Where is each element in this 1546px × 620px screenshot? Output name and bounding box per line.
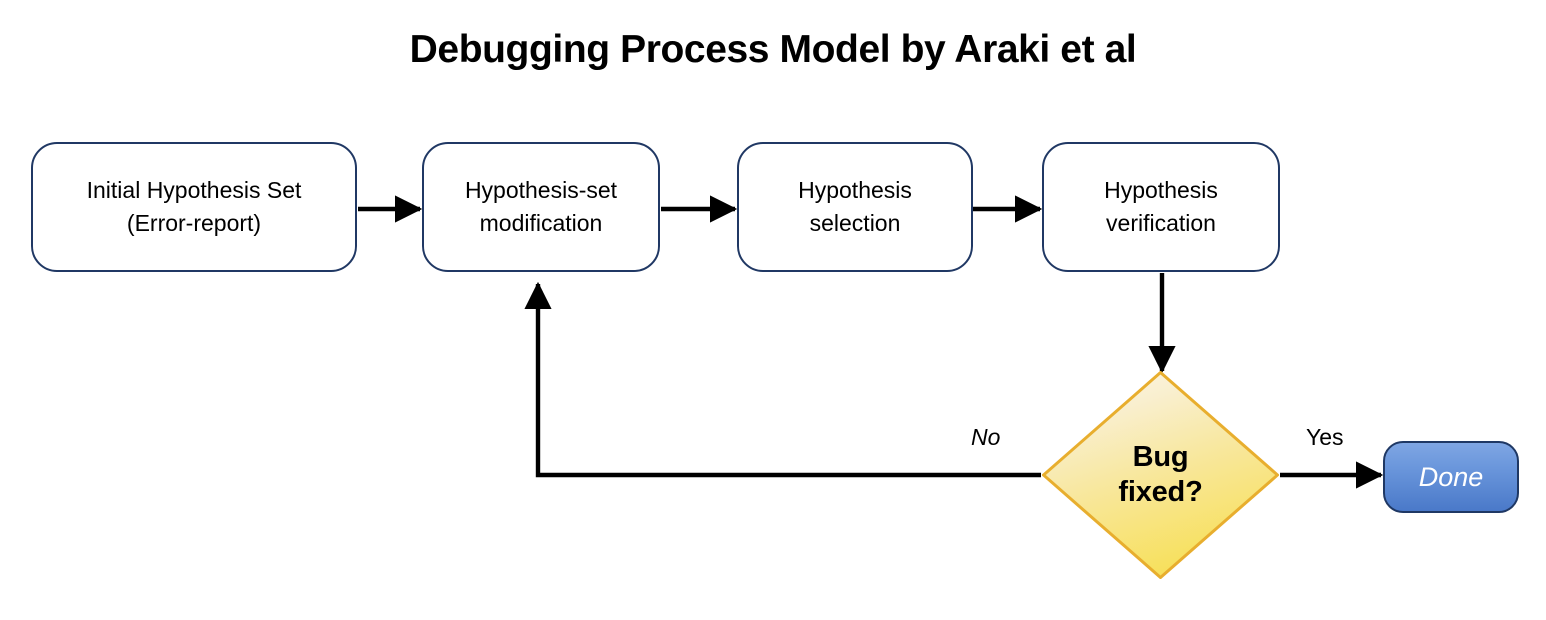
decision-line-1: Bug xyxy=(1132,440,1189,473)
process-4-line-2: verification xyxy=(1106,210,1216,236)
edge-decision-no-to-p2 xyxy=(524,281,1041,478)
decision-line-2: fixed? xyxy=(1118,476,1203,508)
terminal-label: Done xyxy=(1418,461,1484,492)
edge-label-yes: Yes xyxy=(1306,424,1344,450)
process-2-line-2: modification xyxy=(479,210,603,236)
edge-label-no: No xyxy=(971,424,1001,450)
process-node-hypothesis-verification[interactable]: Hypothesis verification xyxy=(1042,142,1280,272)
process-1-line-2: (Error-report) xyxy=(126,210,262,236)
decision-label: Bug fixed? xyxy=(1042,371,1279,579)
process-node-initial-hypothesis-set[interactable]: Initial Hypothesis Set (Error-report) xyxy=(31,142,357,272)
process-node-hypothesis-set-modification[interactable]: Hypothesis-set modification xyxy=(422,142,660,272)
process-3-line-2: selection xyxy=(809,210,901,236)
process-node-hypothesis-selection[interactable]: Hypothesis selection xyxy=(737,142,973,272)
process-4-line-1: Hypothesis xyxy=(1104,177,1218,204)
page-title: Debugging Process Model by Araki et al xyxy=(409,28,1137,71)
process-1-line-1: Initial Hypothesis Set xyxy=(86,177,302,204)
process-2-line-1: Hypothesis-set xyxy=(464,177,618,204)
decision-diamond-shape xyxy=(1042,371,1279,579)
terminal-node-done[interactable]: Done xyxy=(1383,441,1519,513)
process-3-line-1: Hypothesis xyxy=(798,177,912,204)
decision-node-bug-fixed[interactable]: Bug fixed? xyxy=(1042,371,1279,579)
